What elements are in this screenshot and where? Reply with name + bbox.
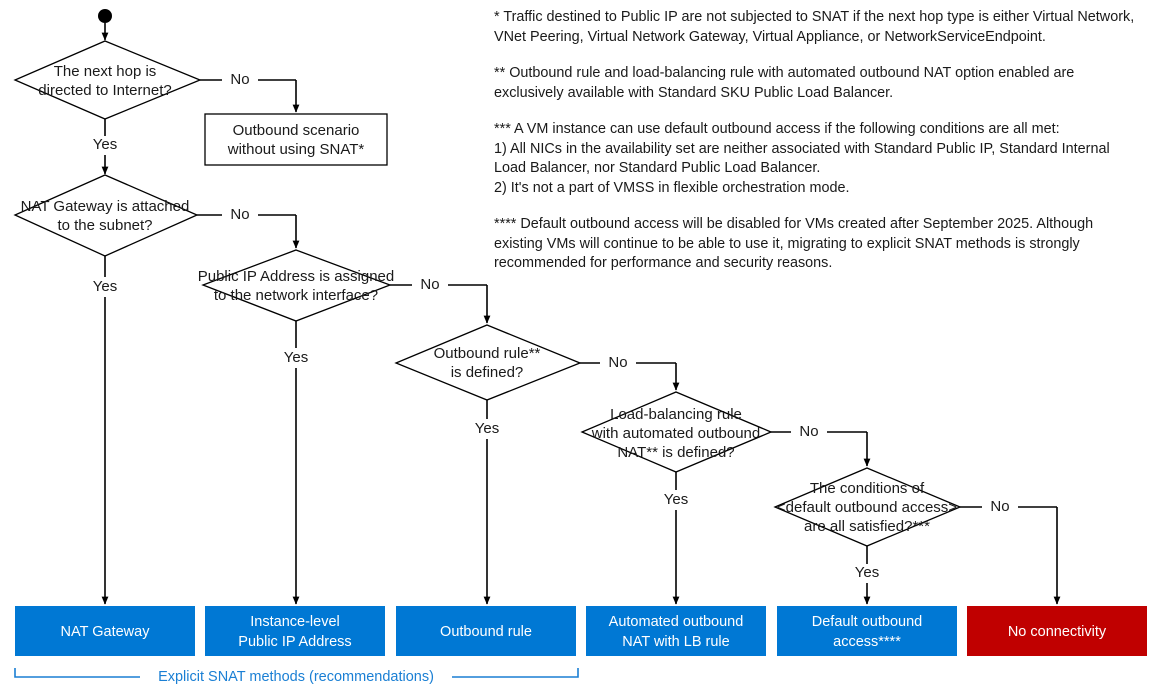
terminal-instance-level-public-ip-line1: Instance-level [250, 614, 339, 630]
edge-label-d6-no: No [990, 498, 1009, 515]
terminal-outbound-rule[interactable] [396, 606, 576, 656]
edge-label-d6-yes: Yes [855, 564, 879, 581]
footnote-double-asterisk: ** Outbound rule and load-balancing rule… [494, 65, 1079, 101]
edge-label-d4-no: No [608, 354, 627, 371]
footnote-quadruple-asterisk: **** Default outbound access will be dis… [494, 216, 1098, 271]
decision-public-ip-assigned-line2: to the network interface? [214, 287, 378, 304]
decision-next-hop-internet [13, 40, 202, 120]
decision-outbound-rule-defined-line1: Outbound rule** [434, 345, 541, 362]
bracket-label: Explicit SNAT methods (recommendations) [158, 669, 434, 685]
edge-label-d4-yes: Yes [475, 420, 499, 437]
edge-label-d2-yes: Yes [93, 278, 117, 295]
terminal-default-outbound-access[interactable] [777, 606, 957, 656]
edge-label-d3-yes: Yes [284, 349, 308, 366]
terminal-automated-outbound-nat-lb-line2: NAT with LB rule [622, 634, 729, 650]
terminal-automated-outbound-nat-lb-line1: Automated outbound [609, 614, 744, 630]
footnote-single-asterisk: * Traffic destined to Public IP are not … [494, 9, 1139, 45]
edge-label-d5-no: No [799, 423, 818, 440]
decision-default-outbound-conditions-line3: are all satisfied?*** [804, 518, 930, 535]
decision-nat-gateway-subnet-line1: NAT Gateway is attached [21, 198, 190, 215]
decision-lb-rule-automated-nat-line3: NAT** is defined? [617, 444, 734, 461]
decision-nat-gateway-subnet [13, 174, 199, 257]
bracket-right-segment [452, 668, 579, 678]
terminal-default-outbound-access-line2: access**** [833, 634, 901, 650]
process-outbound-scenario-box [204, 113, 388, 166]
footnote-triple-asterisk: *** A VM instance can use default outbou… [494, 121, 1110, 196]
decision-next-hop-internet-line2: directed to Internet? [38, 82, 171, 99]
decision-outbound-rule-defined-line2: is defined? [451, 364, 524, 381]
terminal-automated-outbound-nat-lb[interactable] [586, 606, 766, 656]
decision-lb-rule-automated-nat-line2: with automated outbound [591, 425, 760, 442]
edge-label-d2-no: No [230, 206, 249, 223]
edge-label-d1-yes: Yes [93, 136, 117, 153]
decision-next-hop-internet-line1: The next hop is [54, 63, 157, 80]
decision-lb-rule-automated-nat-line1: Load-balancing rule [610, 406, 742, 423]
terminal-no-connectivity[interactable] [967, 606, 1147, 656]
start-dot [98, 9, 112, 23]
decision-outbound-rule-defined [394, 324, 582, 401]
edge-label-d1-no: No [230, 71, 249, 88]
decision-nat-gateway-subnet-line2: to the subnet? [57, 217, 152, 234]
terminal-no-connectivity-label: No connectivity [1008, 624, 1107, 640]
bracket-left-segment [14, 668, 140, 678]
decision-default-outbound-conditions-line1: The conditions of [810, 480, 925, 497]
edge-label-d5-yes: Yes [664, 491, 688, 508]
terminal-default-outbound-access-line1: Default outbound [812, 614, 922, 630]
decision-default-outbound-conditions-line2: <default outbound access> [777, 499, 957, 516]
terminal-nat-gateway-label: NAT Gateway [61, 624, 151, 640]
terminal-nat-gateway[interactable] [15, 606, 195, 656]
terminal-instance-level-public-ip[interactable] [205, 606, 385, 656]
edge-label-d3-no: No [420, 276, 439, 293]
terminal-instance-level-public-ip-line2: Public IP Address [238, 634, 351, 650]
decision-public-ip-assigned [201, 249, 392, 322]
process-outbound-scenario-line2: without using SNAT* [227, 141, 365, 158]
terminal-outbound-rule-label: Outbound rule [440, 624, 532, 640]
decision-public-ip-assigned-line1: Public IP Address is assigned [198, 268, 395, 285]
process-outbound-scenario-line1: Outbound scenario [233, 122, 360, 139]
footnotes-panel: * Traffic destined to Public IP are not … [494, 8, 1144, 291]
